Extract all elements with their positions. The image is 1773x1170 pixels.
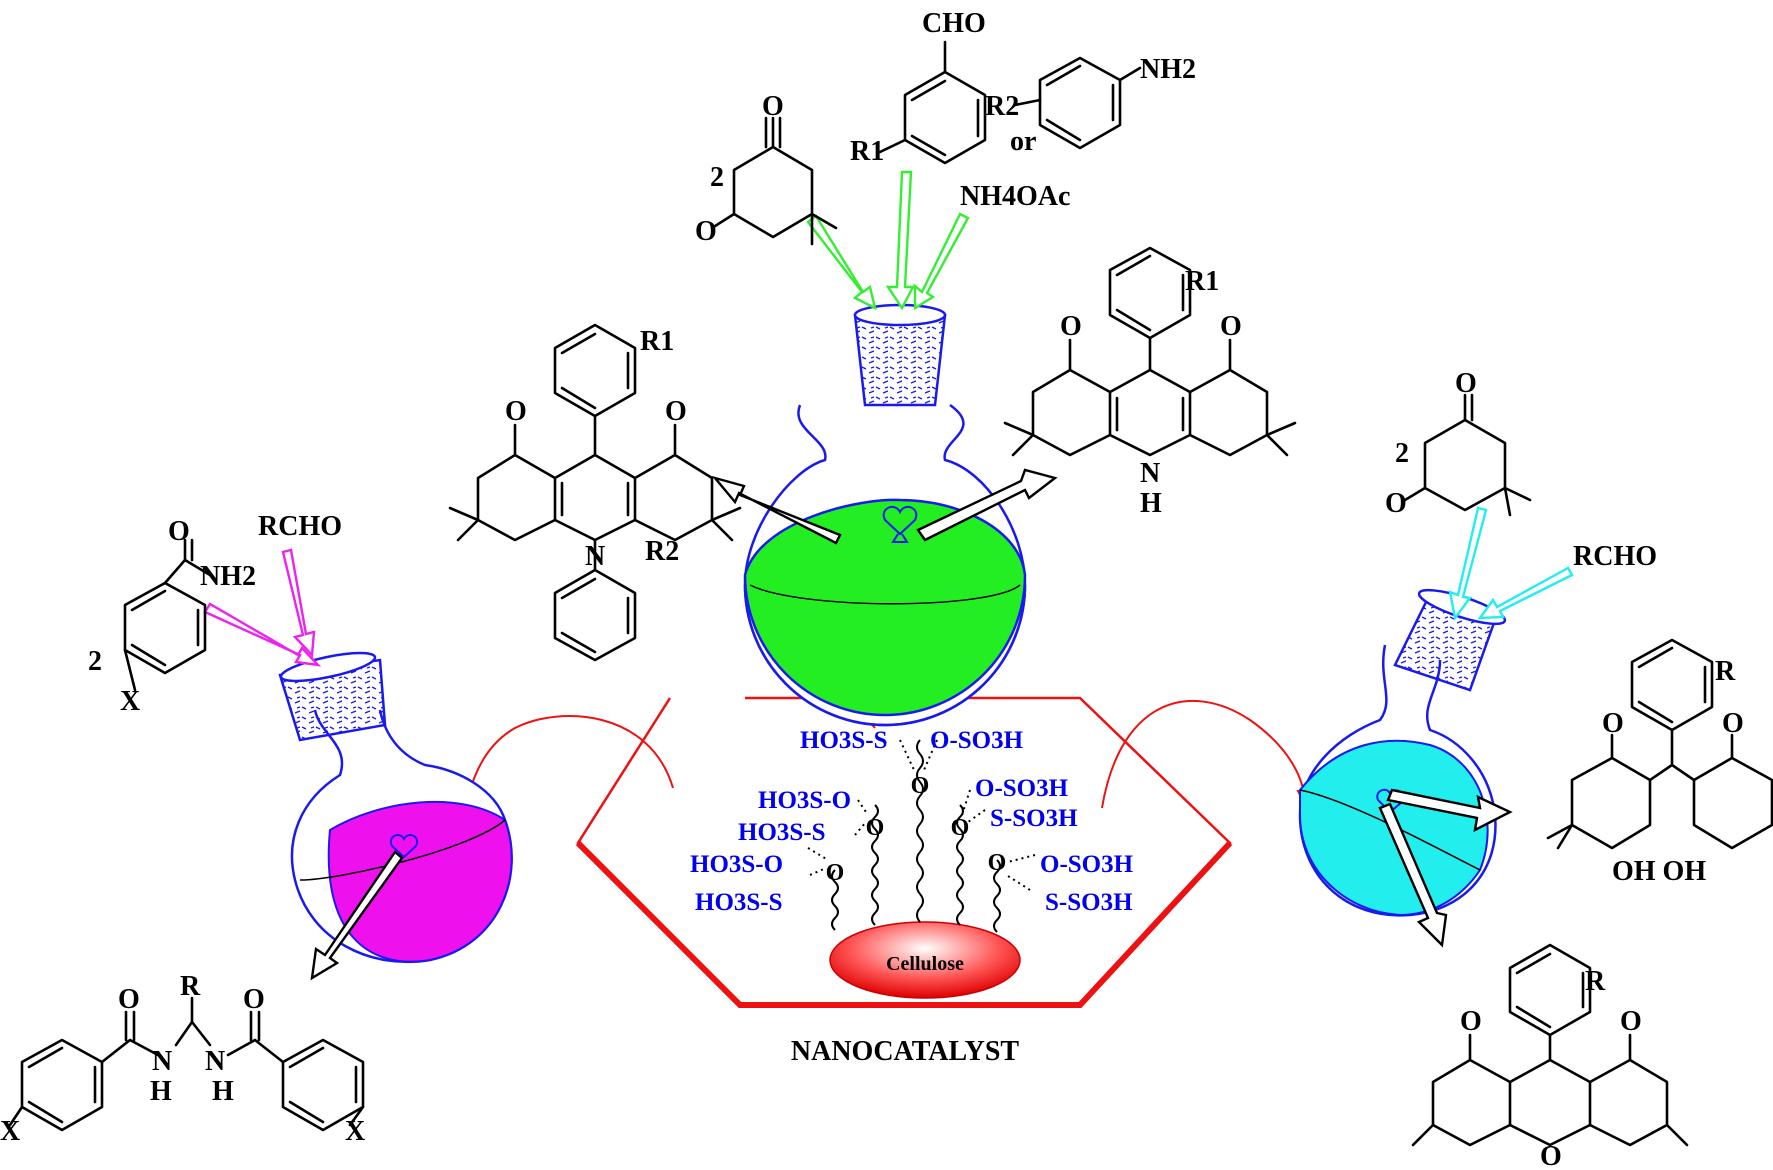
product-bottom-left: O O R N N H H X X [0,971,365,1147]
cellulose-core [829,921,1021,999]
product-arrow [1386,788,1513,833]
svg-text:O: O [1540,1141,1562,1170]
svg-text:H: H [1140,488,1162,519]
aniline-top: NH2 R2 or NH4OAc [960,54,1196,212]
svg-text:O: O [695,216,717,247]
group-label: HO3S-S [800,727,888,754]
flask-left [278,651,513,964]
svg-text:R1: R1 [640,326,674,357]
svg-text:X: X [0,1116,20,1147]
svg-text:NH2: NH2 [1140,54,1196,85]
spade-icon [389,834,419,859]
group-label: O-SO3H [975,775,1069,802]
flask-top [743,303,1027,727]
group-label: HO3S-S [738,819,826,846]
spade-icon [882,505,918,543]
group-label: S-SO3H [1045,889,1133,916]
svg-text:or: or [1010,126,1036,157]
svg-text:O: O [866,815,885,841]
aldehyde-top: CHO R1 [850,8,987,167]
catalyst-caption: NANOCATALYST [791,1036,1020,1067]
svg-text:O: O [1455,368,1477,399]
svg-text:O: O [1722,708,1744,739]
reagent-arrows-right [1448,506,1574,621]
svg-text:NH2: NH2 [200,561,256,592]
product-arrow [916,468,1058,542]
svg-text:R1: R1 [1185,266,1219,297]
svg-text:R: R [1585,966,1606,997]
svg-text:N: N [205,1046,225,1077]
svg-text:R2: R2 [985,91,1019,122]
svg-text:2: 2 [710,162,724,193]
linker [956,804,964,926]
benzamide: O NH2 X 2 RCHO [88,511,342,717]
product-arrow [711,475,842,545]
group-label: HO3S-O [690,851,783,878]
dimedone-top: O O 2 [695,91,838,247]
reagent-arrows-left [203,548,322,667]
flask-top-neck [853,313,947,407]
svg-text:NH4OAc: NH4OAc [960,181,1070,212]
svg-text:X: X [120,686,140,717]
svg-text:O: O [1385,488,1407,519]
svg-text:CHO: CHO [922,8,986,39]
flask-top-liquid [743,498,1027,717]
svg-text:RCHO: RCHO [1573,541,1657,572]
product-arrow [310,850,404,981]
reagent-arrows-top [806,170,970,311]
svg-text:O: O [951,815,970,841]
svg-text:N: N [1140,458,1160,489]
svg-text:R1: R1 [850,136,884,167]
svg-text:O: O [505,396,527,427]
svg-text:O: O [665,396,687,427]
svg-text:O: O [762,91,784,122]
linker [916,739,924,923]
linker [831,869,839,931]
svg-text:N: N [152,1046,172,1077]
svg-text:X: X [345,1116,365,1147]
svg-text:R: R [1715,656,1736,687]
group-label: O-SO3H [930,727,1024,754]
product-right-1: O O R OH OH [1546,638,1773,887]
linker [871,804,879,926]
svg-text:O: O [1220,311,1242,342]
product-right-2: O O O R [1411,943,1689,1170]
svg-text:RCHO: RCHO [258,511,342,542]
svg-text:N: N [585,541,605,572]
svg-text:O: O [1620,1006,1642,1037]
svg-text:O: O [1060,311,1082,342]
svg-text:O: O [826,860,845,886]
group-label: HO3S-S [695,889,783,916]
svg-text:R: R [180,971,201,1002]
svg-text:O: O [243,984,265,1015]
svg-text:R2: R2 [645,536,679,567]
product-top-right: O O N H R1 [1003,246,1297,519]
cellulose-label: Cellulose [886,953,964,975]
svg-text:H: H [150,1076,172,1107]
group-label: S-SO3H [990,805,1078,832]
group-label: O-SO3H [1040,851,1134,878]
svg-text:2: 2 [88,646,102,677]
svg-text:O: O [911,773,930,799]
svg-text:O: O [118,984,140,1015]
product-top-left: O O N R1 R2 [448,323,742,662]
svg-text:OH OH: OH OH [1612,856,1706,887]
nanocatalyst: Cellulose O O O O O HO3S-S [575,696,1233,1067]
svg-text:H: H [212,1076,234,1107]
linker [993,859,1001,933]
dimedone-right: O O 2 RCHO [1385,368,1657,572]
svg-text:O: O [168,516,190,547]
svg-text:O: O [1460,1006,1482,1037]
svg-text:2: 2 [1395,438,1409,469]
svg-text:O: O [988,850,1007,876]
group-label: HO3S-O [758,787,851,814]
svg-text:O: O [1602,708,1624,739]
product-arrow [1378,802,1448,948]
